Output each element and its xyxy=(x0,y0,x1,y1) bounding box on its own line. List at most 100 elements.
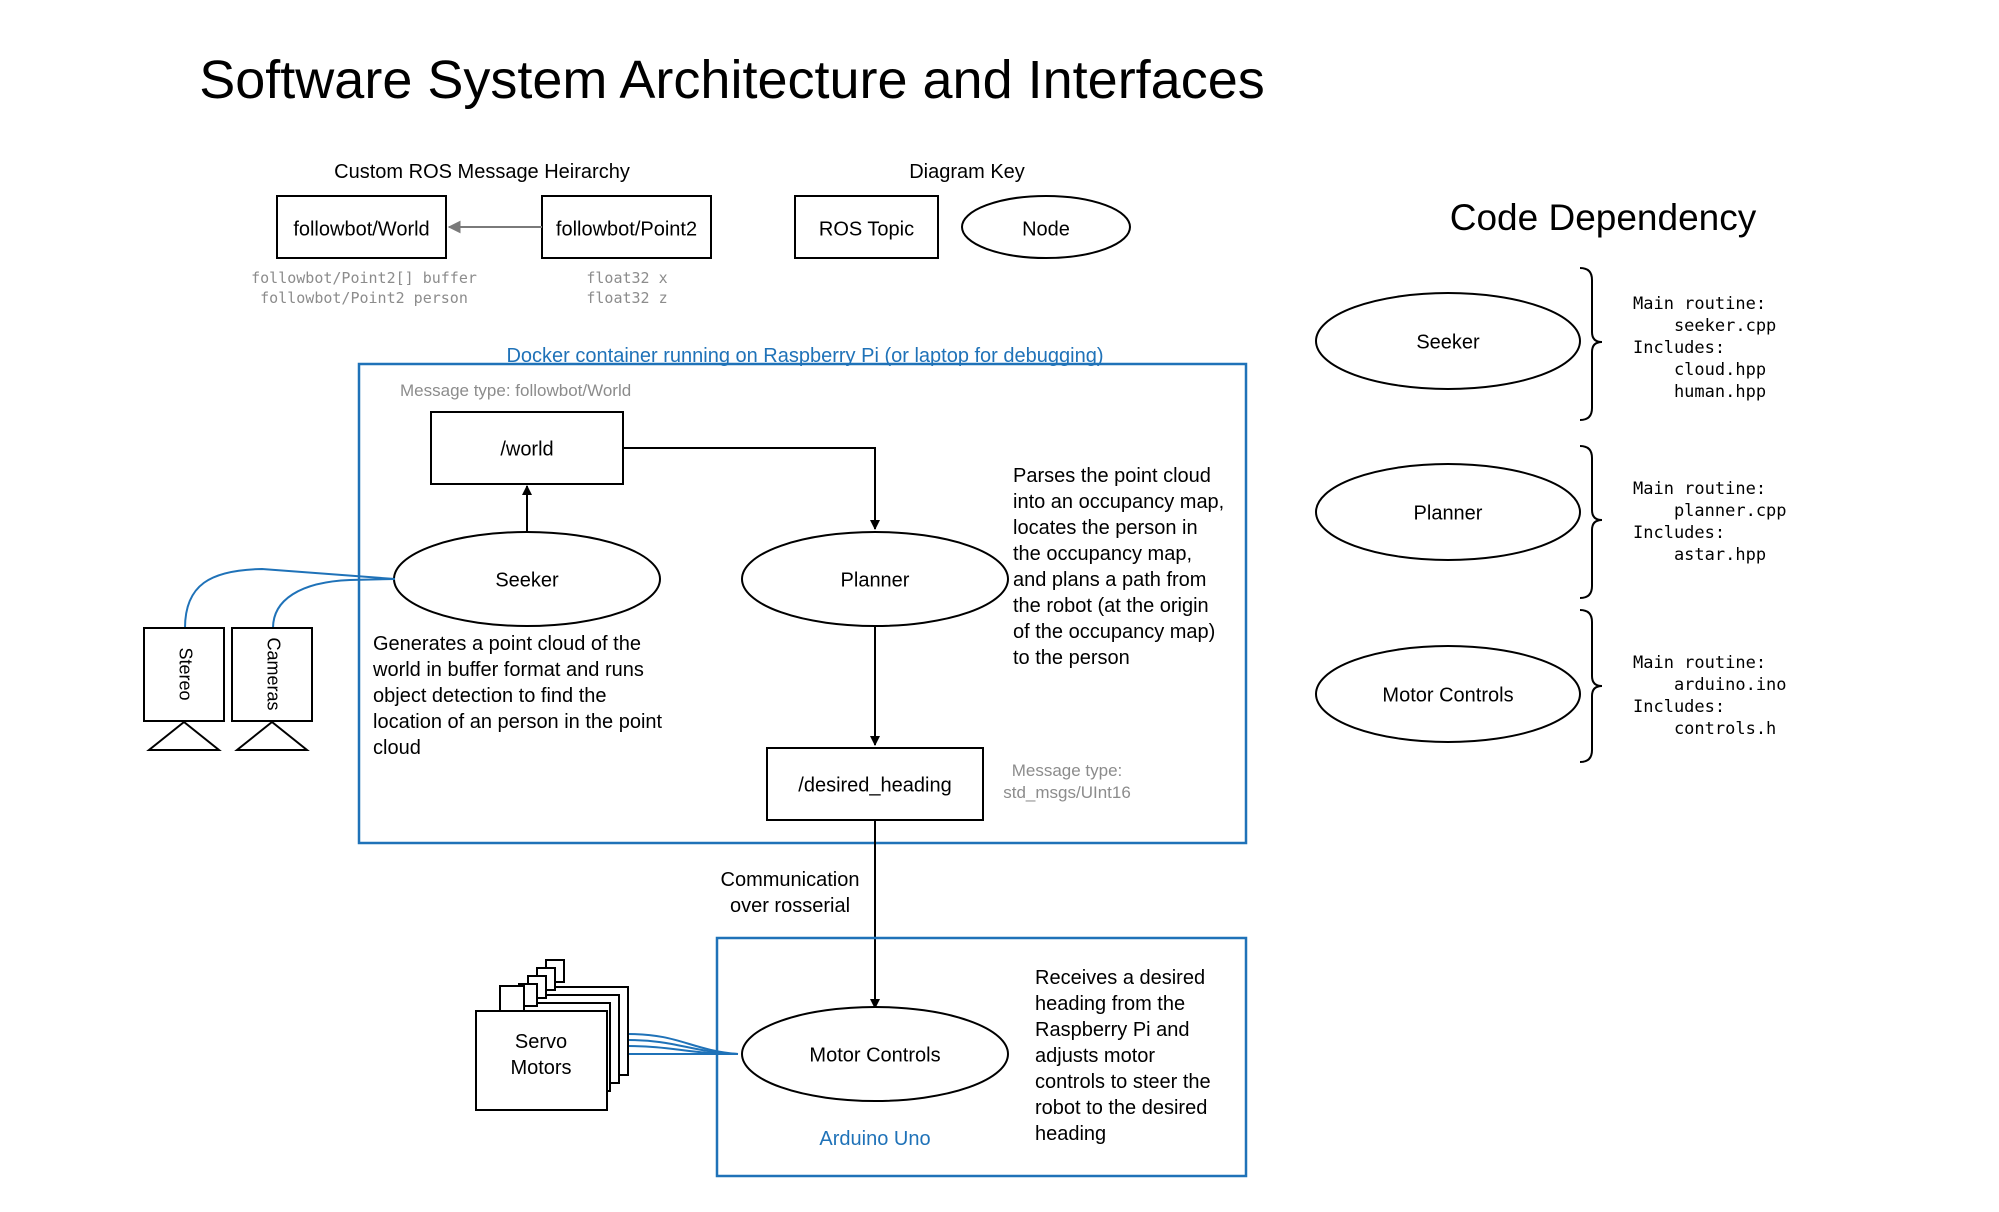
dep-code-line: cloud.hpp xyxy=(1633,360,1766,380)
world-topic-label: /world xyxy=(500,438,553,460)
dep-motor-controls-node xyxy=(1315,645,1581,743)
planner-desc-line: to the person xyxy=(1013,647,1130,669)
seeker-description: Generates a point cloud of the world in … xyxy=(372,633,668,759)
servo-front-box xyxy=(475,1010,608,1111)
point-message-box xyxy=(541,195,712,259)
stereo-camera-box xyxy=(143,627,225,722)
world-msg-type: Message type: followbot/World xyxy=(400,381,631,400)
stereo-camera-label: Stereo xyxy=(175,647,195,700)
world-field-0: followbot/Point2[] buffer xyxy=(251,269,477,287)
dep-motor-controls-label: Motor Controls xyxy=(1382,684,1513,706)
key-topic-box xyxy=(794,195,939,259)
dep-code-line: human.hpp xyxy=(1633,382,1766,402)
heading-msg-type-0: Message type: xyxy=(1012,761,1123,780)
arduino-desc-line: robot to the desired xyxy=(1035,1097,1207,1119)
world-message-box xyxy=(276,195,447,259)
arduino-description: Receives a desired heading from the Rasp… xyxy=(1035,967,1216,1145)
code-dependency: Code Dependency Seeker Main routine: see… xyxy=(0,0,1858,763)
heading-msg-type-1: std_msgs/UInt16 xyxy=(1003,783,1131,802)
dep-code-line: Includes: xyxy=(1633,523,1725,543)
dep-code-line: Main routine: xyxy=(1633,479,1766,499)
servo-label-1: Motors xyxy=(510,1057,571,1079)
docker-caption: Docker container running on Raspberry Pi… xyxy=(506,345,1103,367)
desired-heading-box xyxy=(766,747,984,821)
dep-code-line: seeker.cpp xyxy=(1633,316,1776,336)
point-message-label: followbot/Point2 xyxy=(556,218,697,240)
arduino-desc-line: Receives a desired xyxy=(1035,967,1205,989)
servo-label-0: Servo xyxy=(515,1031,567,1053)
comm-label-1: over rosserial xyxy=(730,895,850,917)
arduino-label: Arduino Uno xyxy=(819,1128,930,1150)
arduino-desc-line: Raspberry Pi and xyxy=(1035,1019,1190,1041)
docker-container: Docker container running on Raspberry Pi… xyxy=(357,345,1248,845)
dep-motor-code: Main routine: arduino.ino Includes: cont… xyxy=(1633,653,1787,739)
seeker-desc-line: world in buffer format and runs xyxy=(372,659,644,681)
dep-seeker-label: Seeker xyxy=(1416,331,1480,353)
motor-controls-node xyxy=(741,1006,1009,1102)
diagram-key: Diagram Key ROS Topic Node xyxy=(794,161,1131,259)
key-heading: Diagram Key xyxy=(909,161,1025,183)
cameras-label: Cameras xyxy=(263,637,283,710)
arduino-desc-line: adjusts motor xyxy=(1035,1045,1155,1067)
key-topic-label: ROS Topic xyxy=(819,218,914,240)
page-title: Software System Architecture and Interfa… xyxy=(199,50,1265,110)
seeker-node-label: Seeker xyxy=(495,569,559,591)
docker-container-border xyxy=(357,362,1248,845)
servo-motors: Servo Motors xyxy=(475,959,739,1111)
planner-desc-line: and plans a path from xyxy=(1013,569,1206,591)
cameras-cable xyxy=(272,578,396,629)
dep-planner-label: Planner xyxy=(1414,502,1483,524)
dep-planner-node xyxy=(1315,463,1581,561)
desired-heading-label: /desired_heading xyxy=(798,774,951,796)
seeker-desc-line: object detection to find the xyxy=(373,685,607,707)
dep-planner-brace-icon xyxy=(1579,445,1603,599)
seeker-desc-line: cloud xyxy=(373,737,421,759)
dep-seeker-node xyxy=(1315,292,1581,390)
stereo-cable xyxy=(184,567,396,629)
planner-desc-line: the occupancy map, xyxy=(1013,543,1192,565)
dep-seeker-brace-icon xyxy=(1579,267,1603,421)
planner-node-label: Planner xyxy=(841,569,910,591)
dep-code-line: Includes: xyxy=(1633,697,1725,717)
dep-code-line: Includes: xyxy=(1633,338,1725,358)
dep-seeker-code: Main routine: seeker.cpp Includes: cloud… xyxy=(0,0,1848,402)
cameras-stand-icon xyxy=(234,720,310,751)
point-field-1: float32 z xyxy=(586,289,667,307)
dep-planner-code: Main routine: planner.cpp Includes: asta… xyxy=(0,0,1858,565)
dep-code-line: Main routine: xyxy=(1633,294,1766,314)
planner-desc-line: into an occupancy map, xyxy=(1013,491,1224,513)
planner-desc-line: Parses the point cloud xyxy=(1013,465,1211,487)
point-field-0: float32 x xyxy=(586,269,667,287)
stereo-camera-stand-icon xyxy=(146,720,222,751)
world-field-1: followbot/Point2 person xyxy=(260,289,468,307)
dep-code-line: controls.h xyxy=(1633,719,1776,739)
planner-desc-line: the robot (at the origin xyxy=(1013,595,1209,617)
code-dependency-heading: Code Dependency xyxy=(1450,197,1757,238)
arduino-desc-line: controls to steer the xyxy=(1035,1071,1211,1093)
hierarchy-heading: Custom ROS Message Heirarchy xyxy=(334,161,630,183)
servo-front-tab-icon xyxy=(499,985,525,1013)
arduino-desc-line: heading xyxy=(1035,1123,1106,1145)
seeker-desc-line: location of an person in the point xyxy=(373,711,663,733)
seeker-desc-line: Generates a point cloud of the xyxy=(373,633,641,655)
arduino-container: Motor Controls Arduino Uno Receives a de… xyxy=(715,936,1248,1178)
message-hierarchy: Custom ROS Message Heirarchy followbot/W… xyxy=(251,161,712,307)
arduino-container-border xyxy=(715,936,1248,1178)
motor-controls-label: Motor Controls xyxy=(809,1044,940,1066)
world-message-label: followbot/World xyxy=(293,218,429,240)
arduino-desc-line: heading from the xyxy=(1035,993,1185,1015)
cameras-box xyxy=(231,627,313,722)
world-to-planner-arrow xyxy=(623,447,880,530)
camera-devices: Stereo Cameras xyxy=(143,567,396,751)
dep-code-line: planner.cpp xyxy=(1633,501,1787,521)
key-node-label: Node xyxy=(1022,218,1070,240)
dep-motor-brace-icon xyxy=(1579,609,1603,763)
comm-label-0: Communication xyxy=(721,869,860,891)
dep-code-line: astar.hpp xyxy=(1633,545,1766,565)
dep-code-line: arduino.ino xyxy=(1633,675,1787,695)
dep-code-line: Main routine: xyxy=(1633,653,1766,673)
planner-description: Parses the point cloud into an occupancy… xyxy=(1013,465,1230,669)
planner-desc-line: locates the person in xyxy=(1013,517,1198,539)
key-node-ellipse xyxy=(961,195,1131,259)
